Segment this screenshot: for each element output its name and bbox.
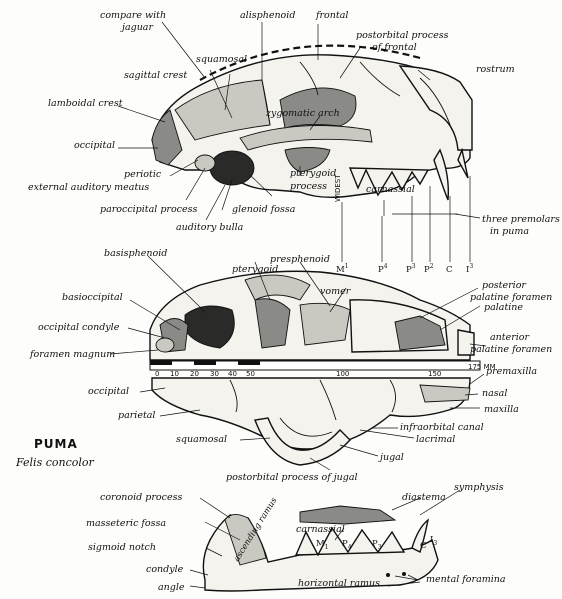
scale-tick-20: 20 bbox=[190, 370, 199, 378]
auditory-bulla bbox=[210, 151, 254, 185]
label-premaxilla: premaxilla bbox=[486, 366, 537, 377]
specimen-title: PUMA Felis concolor bbox=[15, 437, 95, 469]
label-squamosal-dorsal: squamosal bbox=[176, 434, 227, 445]
label-coronoid-process: coronoid process bbox=[100, 492, 182, 503]
label-vomer: vomer bbox=[320, 286, 352, 297]
scale-tick-100: 100 bbox=[336, 370, 349, 378]
label-presphenoid: presphenoid bbox=[270, 254, 330, 265]
label-masseteric-fossa: masseteric fossa bbox=[86, 518, 166, 529]
label-basioccipital: basioccipital bbox=[62, 292, 123, 303]
label-occipital-condyle: occipital condyle bbox=[38, 322, 120, 333]
tooth-m1-upper: M1 bbox=[336, 263, 349, 275]
vomer-region bbox=[300, 303, 350, 345]
scale-tick-0: 0 bbox=[155, 370, 159, 378]
label-sigmoid-notch: sigmoid notch bbox=[88, 542, 156, 553]
label-jaguar: jaguar bbox=[120, 22, 154, 33]
label-mental-foramina: mental foramina bbox=[426, 574, 506, 585]
tooth-p2-upper: P2 bbox=[424, 263, 434, 275]
scale-tick-40: 40 bbox=[228, 370, 237, 378]
label-angle: angle bbox=[158, 582, 185, 593]
scale-bar-fill-2 bbox=[194, 361, 216, 365]
label-anterior-1: anterior bbox=[490, 332, 531, 343]
scale-tick-150: 150 bbox=[428, 370, 441, 378]
label-paroccipital-process: paroccipital process bbox=[100, 204, 198, 215]
label-frontal: frontal bbox=[315, 10, 348, 21]
tooth-p3-upper: P3 bbox=[406, 263, 416, 275]
label-foramen-magnum: foramen magnum bbox=[29, 349, 115, 360]
label-infraorbital-canal: infraorbital canal bbox=[400, 422, 484, 433]
tooth-p4-upper: P4 bbox=[378, 263, 388, 275]
scale-tick-30: 30 bbox=[210, 370, 219, 378]
label-posterior-1: posterior bbox=[482, 280, 527, 291]
label-diastema: diastema bbox=[402, 492, 446, 503]
label-sagittal-crest: sagittal crest bbox=[124, 70, 187, 81]
label-lacrimal: lacrimal bbox=[416, 434, 455, 445]
label-jugal: jugal bbox=[378, 452, 404, 463]
scale-tick-50: 50 bbox=[246, 370, 255, 378]
label-widest: WIDEST bbox=[334, 174, 342, 202]
label-parietal: parietal bbox=[118, 410, 155, 421]
label-external-auditory-meatus: external auditory meatus bbox=[28, 182, 149, 193]
label-pterygoid-2: process bbox=[290, 181, 327, 192]
label-horizontal-ramus: horizontal ramus bbox=[298, 578, 380, 589]
upper-teeth-mandible-view bbox=[300, 506, 395, 524]
label-squamosal: squamosal bbox=[196, 54, 247, 65]
label-nasal: nasal bbox=[482, 388, 507, 399]
label-three-premolars-2: in puma bbox=[490, 226, 529, 237]
label-carnassial-upper: carnassial bbox=[366, 184, 415, 195]
label-rostrum: rostrum bbox=[476, 64, 515, 75]
label-compare-with: compare with bbox=[100, 10, 166, 21]
label-three-premolars-1: three premolars bbox=[482, 214, 560, 225]
mental-foramen-2 bbox=[402, 572, 406, 576]
foramen-magnum-shape bbox=[156, 338, 174, 352]
scale-bar-fill-1 bbox=[150, 361, 172, 365]
scale-bar: 0 10 20 30 40 50 100 150 175 MM bbox=[150, 361, 496, 378]
scale-tick-10: 10 bbox=[170, 370, 179, 378]
label-glenoid-fossa: glenoid fossa bbox=[232, 204, 296, 215]
label-pterygoid: pterygoid bbox=[232, 264, 278, 275]
label-postorbital-process-1: postorbital process bbox=[356, 30, 449, 41]
title-common-name: PUMA bbox=[34, 437, 78, 451]
label-zygomatic-arch: zygomatic arch bbox=[265, 108, 340, 119]
label-palatine: palatine bbox=[484, 302, 523, 313]
label-symphysis: symphysis bbox=[454, 482, 504, 493]
tooth-c-lower: C bbox=[420, 541, 427, 551]
label-auditory-bulla: auditory bulla bbox=[176, 222, 244, 233]
title-scientific-name: Felis concolor bbox=[15, 456, 95, 469]
mental-foramen-1 bbox=[386, 573, 390, 577]
label-anterior-2: palatine foramen bbox=[470, 344, 552, 355]
upper-tooth-labels: M1 P4 P3 P2 C I3 bbox=[336, 263, 473, 275]
label-occipital-lateral: occipital bbox=[74, 140, 115, 151]
palatal-skull bbox=[150, 271, 474, 360]
label-pterygoid-1: pterygoid bbox=[290, 168, 336, 179]
label-lambdoidal-crest: lamboidal crest bbox=[48, 98, 123, 109]
label-occipital-dorsal: occipital bbox=[88, 386, 129, 397]
tooth-c-upper: C bbox=[446, 265, 453, 275]
label-postorbital-process-2: of frontal bbox=[372, 42, 417, 53]
nasal-dorsal bbox=[420, 385, 470, 402]
label-carnassial-lower: carnassial bbox=[296, 524, 345, 535]
label-condyle: condyle bbox=[146, 564, 184, 575]
label-postorbital-process-of-jugal: postorbital process of jugal bbox=[226, 472, 358, 483]
tooth-i3-upper: I3 bbox=[466, 263, 473, 275]
label-alisphenoid: alisphenoid bbox=[240, 10, 295, 21]
label-basisphenoid: basisphenoid bbox=[104, 248, 167, 259]
label-maxilla: maxilla bbox=[484, 404, 519, 415]
label-periotic: periotic bbox=[124, 169, 162, 180]
scale-bar-fill-3 bbox=[238, 361, 260, 365]
